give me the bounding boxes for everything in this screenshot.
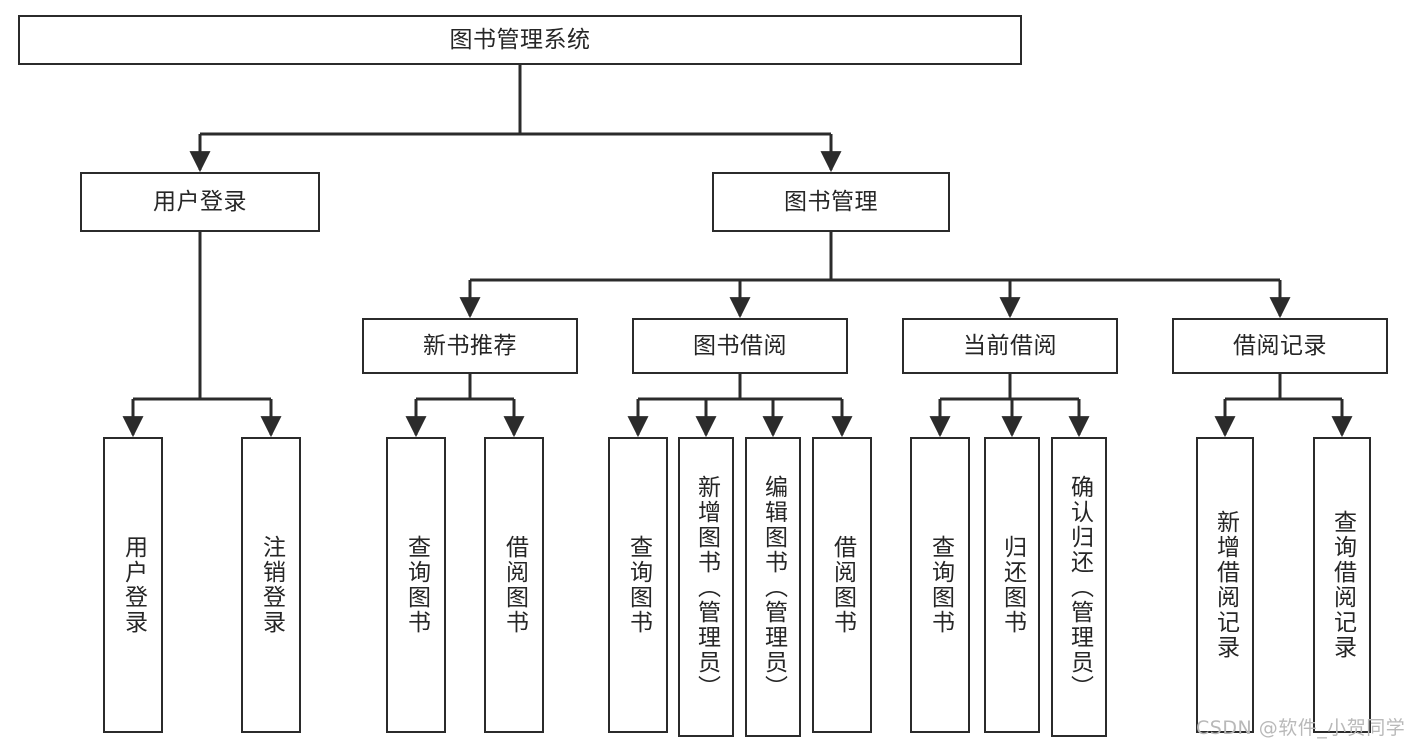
node-l8[interactable]: 借阅图书 (812, 437, 872, 733)
node-current[interactable]: 当前借阅 (902, 318, 1118, 374)
node-label: 用户登录 (153, 188, 247, 215)
node-records[interactable]: 借阅记录 (1172, 318, 1388, 374)
node-label: 用户登录 (120, 535, 147, 635)
node-label: 借阅图书 (501, 535, 528, 635)
node-label: 新书推荐 (423, 332, 517, 359)
node-label: 查询图书 (927, 535, 954, 635)
node-l7[interactable]: 编辑图书（管理员） (745, 437, 801, 737)
node-bookmgmt[interactable]: 图书管理 (712, 172, 950, 232)
node-l11[interactable]: 确认归还（管理员） (1051, 437, 1107, 737)
node-label: 查询图书 (403, 535, 430, 635)
node-label: 新增借阅记录 (1212, 510, 1239, 660)
node-root[interactable]: 图书管理系统 (18, 15, 1022, 65)
node-label: 注销登录 (258, 535, 285, 635)
node-l9[interactable]: 查询图书 (910, 437, 970, 733)
node-label: 查询图书 (625, 535, 652, 635)
node-borrow[interactable]: 图书借阅 (632, 318, 848, 374)
node-label: 借阅记录 (1233, 332, 1327, 359)
node-l10[interactable]: 归还图书 (984, 437, 1040, 733)
node-l1[interactable]: 用户登录 (103, 437, 163, 733)
node-label: 借阅图书 (829, 535, 856, 635)
node-login[interactable]: 用户登录 (80, 172, 320, 232)
node-l12[interactable]: 新增借阅记录 (1196, 437, 1254, 733)
node-l4[interactable]: 借阅图书 (484, 437, 544, 733)
node-l13[interactable]: 查询借阅记录 (1313, 437, 1371, 733)
node-l2[interactable]: 注销登录 (241, 437, 301, 733)
node-label: 查询借阅记录 (1329, 510, 1356, 660)
node-label: 当前借阅 (963, 332, 1057, 359)
node-l3[interactable]: 查询图书 (386, 437, 446, 733)
node-label: 编辑图书（管理员） (760, 474, 787, 700)
node-label: 图书管理系统 (449, 26, 591, 53)
node-label: 归还图书 (999, 535, 1026, 635)
node-label: 图书管理 (784, 188, 878, 215)
node-label: 新增图书（管理员） (693, 474, 720, 700)
node-newbook[interactable]: 新书推荐 (362, 318, 578, 374)
node-label: 确认归还（管理员） (1066, 474, 1093, 700)
node-label: 图书借阅 (693, 332, 787, 359)
node-l6[interactable]: 新增图书（管理员） (678, 437, 734, 737)
node-l5[interactable]: 查询图书 (608, 437, 668, 733)
